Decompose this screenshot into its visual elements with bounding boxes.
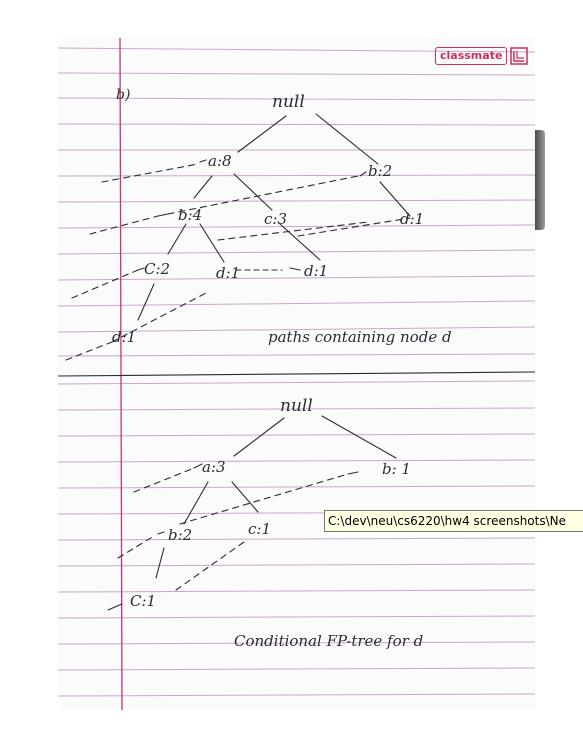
tree1-node-c3: c:3 (264, 210, 287, 228)
tree2-node-b1: b: 1 (382, 460, 411, 478)
tree1-node-c2: C:2 (144, 260, 171, 278)
classmate-brand: classmate (435, 43, 529, 69)
tree2-node-a3: a:3 (202, 458, 226, 476)
brand-name: classmate (435, 47, 508, 65)
tree1-caption: paths containing node d (268, 328, 452, 346)
tree1-drawing (65, 113, 411, 361)
tree1-node-b2: b:2 (368, 162, 393, 180)
part-label: b) (116, 87, 131, 103)
tree1-root: null (272, 92, 305, 112)
tree1-node-d1-bottom: d:1 (112, 328, 137, 346)
tree2-drawing (107, 415, 397, 611)
notebook-page: classmate (58, 38, 535, 710)
tree1-node-d1-right: d:1 (400, 210, 425, 228)
tree1-node-d1-b: d:1 (304, 262, 329, 280)
page-edge-shadow (535, 130, 545, 230)
tree2-node-c1-bottom: C:1 (130, 592, 157, 610)
tree2-caption: Conditional FP-tree for d (234, 632, 424, 650)
tree1-node-b4: b:4 (178, 206, 203, 224)
file-path-tooltip: C:\dev\neu\cs6220\hw4 screenshots\Ne (324, 510, 583, 532)
tree1-node-d1-a: d:1 (216, 264, 241, 282)
tree2-node-c1: c:1 (248, 520, 271, 538)
classmate-logo-icon (510, 47, 529, 65)
tree2-node-b2: b:2 (168, 526, 193, 544)
tree2-root: null (280, 396, 313, 416)
tree1-node-a8: a:8 (208, 152, 232, 170)
